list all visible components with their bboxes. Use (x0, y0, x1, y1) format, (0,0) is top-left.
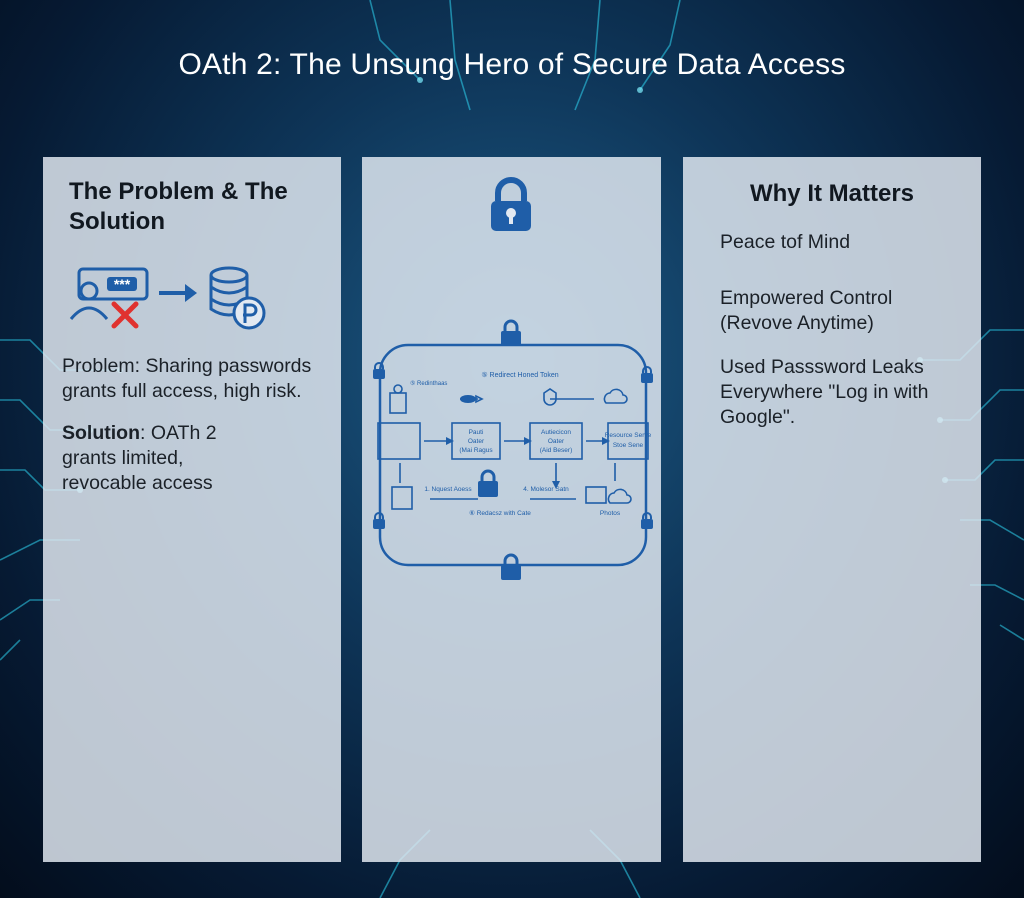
solution-description: : OATh 2 grants limited, revocable acces… (62, 422, 217, 494)
diagram-box2-line1: Autiecicon (541, 429, 571, 436)
diagram-left-actor: ⑤ Redinthaas (410, 380, 447, 387)
frame-padlocks (373, 319, 653, 580)
page-title: OAth 2: The Unsung Hero of Secure Data A… (178, 48, 846, 81)
solution-label: Solution (62, 422, 140, 444)
diagram-top-label: ⑤ Redirect Honed Token (481, 371, 558, 379)
diagram-box1-line3: (Mai Ragus (459, 447, 493, 454)
password-card-icon: *** (69, 267, 149, 320)
panel-heading: Why It Matters (749, 180, 914, 207)
diagram-box3-line2: Stoe Sene (613, 442, 644, 449)
database-icon (209, 266, 266, 330)
panel-heading: The Problem & The Solution (69, 178, 288, 235)
svg-text:***: *** (114, 276, 131, 292)
panel-diagram: ⑤ Redirect Honed Token (362, 157, 661, 862)
problem-text: Problem: Sharing passwords grants full a… (62, 355, 312, 402)
diagram-photos: Photos (600, 510, 621, 517)
arrow-right-icon (159, 284, 197, 302)
benefit-item: Empowered Control (Revove Anytime) (720, 287, 893, 334)
diagram-bottom-left: 1. Nquest Aoess (424, 486, 472, 493)
diagram-box2-line3: (Aid Beser) (540, 447, 573, 454)
diagram-box1-line1: Pauti (469, 429, 484, 436)
diagram-box2-line2: Oater (548, 438, 565, 445)
cross-icon (111, 301, 139, 329)
diagram-bottom-center: ⑥ Redacsz with Cate (469, 509, 531, 517)
solution-text: Solution: OATh 2 grants limited, revocab… (62, 421, 262, 496)
diagram-box3-line1: Resource Serve (605, 432, 652, 439)
oauth-flow-diagram: ⑤ Redirect Honed Token (373, 319, 653, 580)
benefit-item: Used Passsword Leaks Everywhere "Log in … (720, 356, 929, 428)
panel-problem-solution: The Problem & The Solution *** Problem: … (43, 157, 341, 862)
panel-why-it-matters: Why It Matters Peace tof Mind Empowered … (683, 157, 981, 862)
benefit-item: Peace tof Mind (720, 231, 851, 253)
diagram-box1-line2: Oater (468, 438, 485, 445)
padlock-icon (491, 177, 531, 231)
diagram-bottom-mid: 4. Molesor Satn (523, 486, 569, 493)
